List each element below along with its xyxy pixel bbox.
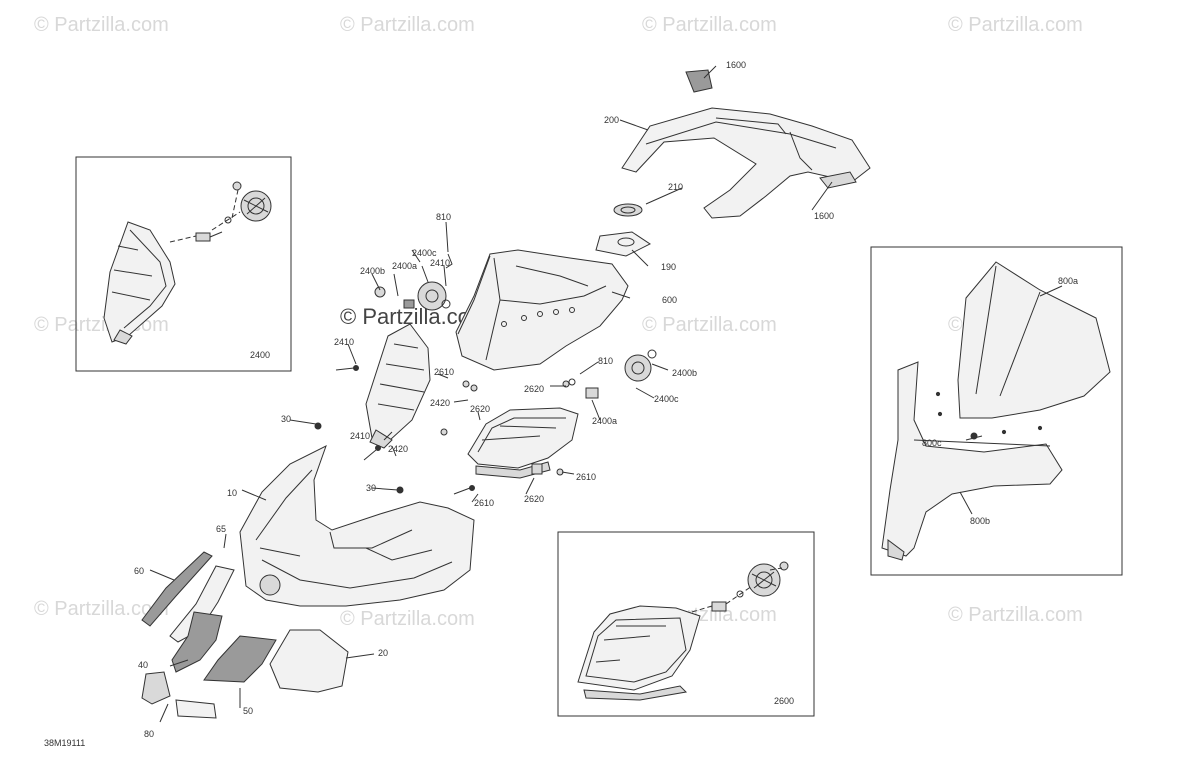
callout-2410: 2410	[430, 258, 451, 268]
callout-40: 40	[138, 660, 149, 670]
watermark: © Partzilla.com	[340, 608, 475, 630]
callout-2400a: 2400a	[392, 261, 418, 271]
fasteners	[314, 365, 570, 495]
part-190-plate	[595, 231, 651, 257]
inset-frame-headlight-right	[557, 531, 815, 717]
part-210-ring	[613, 203, 643, 217]
part-60-trim	[141, 551, 213, 627]
callout-2610: 2610	[434, 367, 455, 377]
part-80-cover	[175, 699, 217, 719]
inset-frame-windshield	[870, 246, 1123, 576]
leader-lines	[149, 65, 1063, 723]
callout-30: 30	[281, 414, 292, 424]
callout-2620: 2620	[524, 494, 545, 504]
headlight-left-main	[365, 253, 453, 449]
inset-headlight-assembly	[103, 181, 272, 345]
callout-810: 810	[436, 212, 452, 222]
part-50-grille	[203, 635, 277, 683]
drawing-code: 38M19111	[44, 738, 86, 748]
callout-80: 80	[144, 729, 155, 739]
callout-2400b: 2400b	[672, 368, 698, 378]
callout-1600: 1600	[814, 211, 835, 221]
callout-30: 30	[366, 483, 377, 493]
callout-600: 600	[662, 295, 678, 305]
callout-800a: 800a	[1058, 276, 1079, 286]
callout-2400a: 2400a	[592, 416, 618, 426]
inset-headlight-assembly	[577, 561, 789, 701]
part-1600-clip	[685, 69, 713, 93]
watermark: © Partzilla.com	[948, 14, 1083, 36]
callout-210: 210	[668, 182, 684, 192]
watermark: © Partzilla.com	[642, 314, 777, 336]
callout-190: 190	[661, 262, 677, 272]
inset-windshield	[881, 261, 1111, 561]
callout-200: 200	[604, 115, 620, 125]
callout-10: 10	[227, 488, 238, 498]
part-600-housing	[455, 249, 629, 371]
callout-2410: 2410	[350, 431, 371, 441]
callout-2420: 2420	[388, 444, 409, 454]
watermark: © Partzilla.com	[642, 14, 777, 36]
callout-2610: 2610	[474, 498, 495, 508]
inset-label: 2600	[774, 696, 795, 706]
callout-2410: 2410	[334, 337, 355, 347]
part-40-grille	[171, 611, 223, 673]
callout-800b: 800b	[970, 516, 991, 526]
callout-20: 20	[378, 648, 389, 658]
callout-2400c: 2400c	[412, 248, 437, 258]
part-10-front-cover	[239, 444, 475, 607]
callout-800c: 800c	[922, 438, 942, 448]
watermark: © Partzilla.com	[948, 604, 1083, 626]
inset-frame-headlight-left	[75, 156, 292, 372]
watermark: © Partzilla.com	[340, 14, 475, 36]
callout-2620: 2620	[470, 404, 491, 414]
callout-2400b: 2400b	[360, 266, 386, 276]
callout-2420: 2420	[430, 398, 451, 408]
callout-50: 50	[243, 706, 254, 716]
inset-label: 2400	[250, 350, 271, 360]
part-200-upper-frame	[621, 107, 871, 219]
callout-2620: 2620	[524, 384, 545, 394]
callout-1600: 1600	[726, 60, 747, 70]
watermark: © Partzilla.com	[34, 598, 169, 620]
callout-2400c: 2400c	[654, 394, 679, 404]
callout-2610: 2610	[576, 472, 597, 482]
part-20-cover	[269, 629, 349, 693]
callout-60: 60	[134, 566, 145, 576]
callout-65: 65	[216, 524, 227, 534]
part-80-cover	[141, 671, 171, 705]
callout-810: 810	[598, 356, 614, 366]
watermark: © Partzilla.com	[34, 14, 169, 36]
